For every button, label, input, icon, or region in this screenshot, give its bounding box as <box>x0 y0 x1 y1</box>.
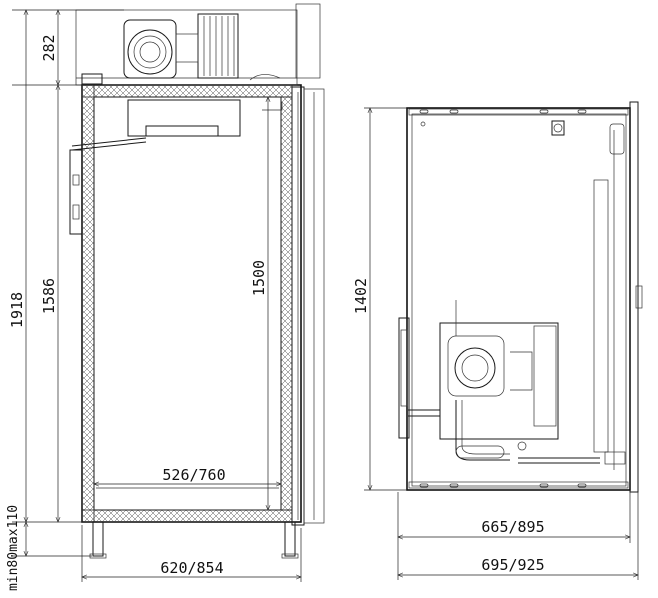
insulation-right <box>280 96 293 511</box>
dim-interior-height: 1500 <box>250 260 268 296</box>
compressor-fan <box>123 19 177 79</box>
junction-box <box>551 120 565 136</box>
front-foot-right <box>284 521 296 557</box>
insulation-left <box>81 84 95 523</box>
front-foot-left <box>92 521 104 557</box>
compressor-unit <box>439 322 559 440</box>
side-dimensions: 1402 665/895 695/925 <box>352 108 638 580</box>
controller-box <box>69 149 83 235</box>
front-dimensions: 1918 282 1586 1500 526/760 620/854 min80… <box>6 10 301 591</box>
insulation-top <box>81 84 293 98</box>
side-door-edge <box>629 101 639 493</box>
dim-top-unit-height: 282 <box>40 34 58 61</box>
dim-exterior-width: 620/854 <box>160 559 223 577</box>
insulation-bottom <box>81 509 293 523</box>
dim-overall-height: 1918 <box>8 292 26 328</box>
dim-cabinet-height: 1586 <box>40 278 58 314</box>
dim-interior-width: 526/760 <box>162 466 225 484</box>
evaporator <box>127 99 241 137</box>
front-view <box>69 3 325 559</box>
top-unit-housing <box>75 9 298 86</box>
dim-side-height: 1402 <box>352 278 370 314</box>
side-view <box>398 101 643 493</box>
dim-feet-height: min80max110 <box>6 505 21 591</box>
dim-side-depth-outer: 695/925 <box>481 556 544 574</box>
slot-row <box>419 109 587 488</box>
interior-chamber <box>93 96 282 511</box>
dim-side-depth-inner: 665/895 <box>481 518 544 536</box>
side-control-panel <box>398 317 410 439</box>
